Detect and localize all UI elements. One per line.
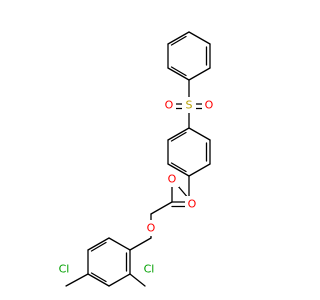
bond: [167, 67, 190, 81]
bond: [129, 273, 146, 287]
bond: [108, 273, 131, 287]
bond: [167, 31, 190, 45]
bond: [188, 127, 211, 141]
bond: [150, 201, 173, 215]
bond-layer: [65, 31, 211, 287]
bond: [87, 273, 110, 287]
sulfur-label: S: [186, 99, 193, 112]
bond: [108, 237, 131, 251]
sulfonyl-oxygen-left-atom: O: [162, 97, 176, 113]
bond: [87, 237, 110, 251]
bond: [170, 131, 187, 142]
chlorine-para-label: Cl: [59, 263, 70, 276]
bond: [188, 163, 211, 177]
bond: [129, 237, 152, 251]
bond: [188, 31, 211, 45]
carbonyl-oxygen-label: O: [188, 198, 197, 211]
molecule-canvas: S O O O O O Cl: [55, 31, 216, 287]
carbonyl-oxygen-atom: O: [185, 196, 199, 212]
bond: [170, 162, 187, 173]
chlorine-ortho-label: Cl: [144, 263, 155, 276]
atom-label-layer: S O O O O O Cl: [55, 97, 216, 277]
bond: [167, 163, 190, 177]
sulfur-atom: S: [182, 97, 196, 113]
bond: [170, 35, 187, 46]
ether-oxygen-atom: O: [144, 220, 158, 236]
bond: [170, 66, 187, 77]
ester-oxygen-atom: O: [165, 171, 179, 187]
sulfonyl-oxygen-right-label: O: [205, 99, 214, 112]
sulfonyl-oxygen-right-atom: O: [202, 97, 216, 113]
chlorine-ortho-atom: Cl: [140, 261, 158, 277]
bond: [65, 273, 89, 287]
bond: [188, 67, 211, 81]
ether-oxygen-label: O: [147, 222, 156, 235]
chemical-structure-diagram: S O O O O O Cl: [55, 31, 216, 287]
bond: [90, 272, 107, 283]
bond: [90, 241, 107, 252]
bond: [167, 127, 190, 141]
ester-oxygen-label: O: [168, 173, 177, 186]
sulfonyl-oxygen-left-label: O: [165, 99, 174, 112]
chlorine-para-atom: Cl: [55, 261, 73, 277]
